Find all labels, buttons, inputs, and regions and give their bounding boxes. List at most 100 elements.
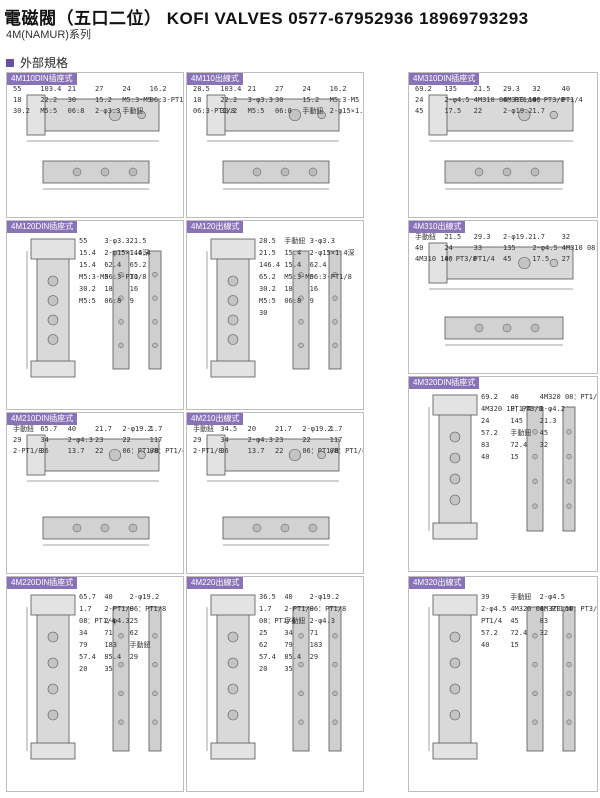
dimension-label: 1.7 (259, 605, 272, 613)
dimension-label: 135 (503, 244, 516, 252)
dimension-label: 36 (220, 447, 228, 455)
dimension-label: 40 (104, 593, 112, 601)
dimension-label: 21.5 (130, 237, 147, 245)
dimension-label: 1.7 (330, 425, 343, 433)
dimension-label: 33 (474, 244, 482, 252)
port-circle (449, 683, 461, 695)
dimension-label: 2-φ3.3 (95, 107, 120, 115)
dimension-label: 40 (510, 393, 518, 401)
port-circle (566, 478, 572, 485)
dimension-label: 手動鈕 (510, 428, 531, 437)
dimension-label: 29 (13, 436, 21, 444)
dimension-label: 146.4 (259, 261, 280, 269)
dimension-label: 79 (284, 641, 292, 649)
port-circle (449, 473, 461, 485)
port-circle (449, 494, 461, 506)
dimension-label: 2-φ4.3 (104, 617, 129, 625)
dimension-label: 21 (68, 85, 76, 93)
dimension-label: PT1/4 (481, 617, 502, 625)
port-circle (332, 690, 338, 697)
dimension-label: 29 (310, 653, 318, 661)
dimension-label: M5:3-M5 (330, 96, 360, 104)
dimension-label: 24 (415, 96, 423, 104)
dimension-label: 39 (481, 593, 489, 601)
coil-block (26, 94, 46, 136)
dimension-label: 18 (13, 96, 21, 104)
series-subtitle: 4M(NAMUR)系列 (6, 29, 91, 41)
port-circle (47, 631, 59, 643)
port-circle (566, 633, 572, 639)
dimension-label: 30 (259, 309, 267, 317)
valve-side-view (148, 250, 162, 370)
port-circle (152, 633, 158, 639)
dimension-label: 28.5 (193, 85, 210, 93)
dimension-label: 65.7 (79, 593, 96, 601)
port-circle (298, 719, 304, 725)
port-circle (298, 295, 304, 301)
dimension-label: 24 (444, 244, 452, 252)
dimension-label: 2-φ15×1.4深 (310, 248, 355, 257)
port-circle (566, 690, 572, 697)
dimension-label: 145 (510, 417, 523, 425)
dimension-label: PT1/4 (510, 405, 531, 413)
port-circle (449, 431, 461, 443)
port-circle (298, 319, 304, 325)
dimension-label: 29 (130, 653, 138, 661)
dimension-label: 15.2 (302, 96, 319, 104)
valve-body (216, 250, 250, 370)
port-circle (532, 429, 538, 435)
port-circle (549, 258, 558, 268)
dimension-label: 35 (104, 665, 112, 673)
port-circle (532, 690, 538, 697)
dimension-label: 30.2 (79, 285, 96, 293)
panel-title: 4M220DIN插座式 (7, 577, 78, 589)
dimension-label: 57.4 (79, 653, 96, 661)
port-circle (152, 271, 158, 278)
dimension-label: 2-φ15×1.4深 (330, 106, 363, 115)
dimension-label: 2-PT1/8 (193, 447, 223, 455)
panel-title: 4M210出線式 (187, 413, 244, 425)
valve-side-view (148, 606, 162, 752)
dimension-label: 34 (220, 436, 228, 444)
dimension-label: 15.4 (284, 249, 301, 257)
dimension-label: 27 (562, 255, 570, 263)
dimension-label: 15.4 (79, 261, 96, 269)
dimension-label: 65.2 (259, 273, 276, 281)
catalog-title: 電磁閥（五口二位） KOFI VALVES 0577-67952936 1896… (4, 9, 529, 28)
dimension-label: 4M320 08：PT1/4 (540, 393, 597, 401)
port-circle (227, 334, 239, 345)
dimension-label: 17.5 (444, 107, 461, 115)
dimension-label: 18 (193, 96, 201, 104)
coil-block (30, 238, 76, 260)
port-circle (449, 452, 461, 464)
dimension-label: M5:5 (259, 297, 276, 305)
coil-block (206, 434, 226, 476)
dimension-label: 4M310 08：PT1/4 (562, 244, 597, 252)
port-circle (47, 275, 59, 287)
dimension-label: M5:3-M5 (122, 96, 152, 104)
coil-block (428, 94, 448, 136)
valve-bottom-view (42, 516, 150, 540)
dimension-label: 4M310 10：PT3/8 (415, 255, 477, 263)
dimension-label: PT1/4 (474, 255, 495, 263)
port-circle (280, 167, 290, 177)
valve-body (216, 606, 250, 752)
dimension-label: 06：PT1/8 (130, 605, 167, 613)
dimension-label: 35 (284, 665, 292, 673)
port-circle (532, 633, 538, 639)
dimension-label: 65.7 (40, 425, 57, 433)
dimension-label: 36.5 (259, 593, 276, 601)
dimension-label: 2-PT1/8 (104, 605, 134, 613)
dimension-label: 45 (510, 617, 518, 625)
valve-bottom-view (222, 160, 330, 184)
dimension-label: 30.2 (259, 285, 276, 293)
dimension-label: 17.5 (532, 255, 549, 263)
dimension-label: 06:3-PT1/8 (104, 273, 146, 281)
dimension-label: 117 (150, 436, 163, 444)
dimension-label: 25 (259, 629, 267, 637)
dimension-label: M5:3-M5 (284, 273, 314, 281)
panel-title: 4M310出線式 (409, 221, 466, 233)
